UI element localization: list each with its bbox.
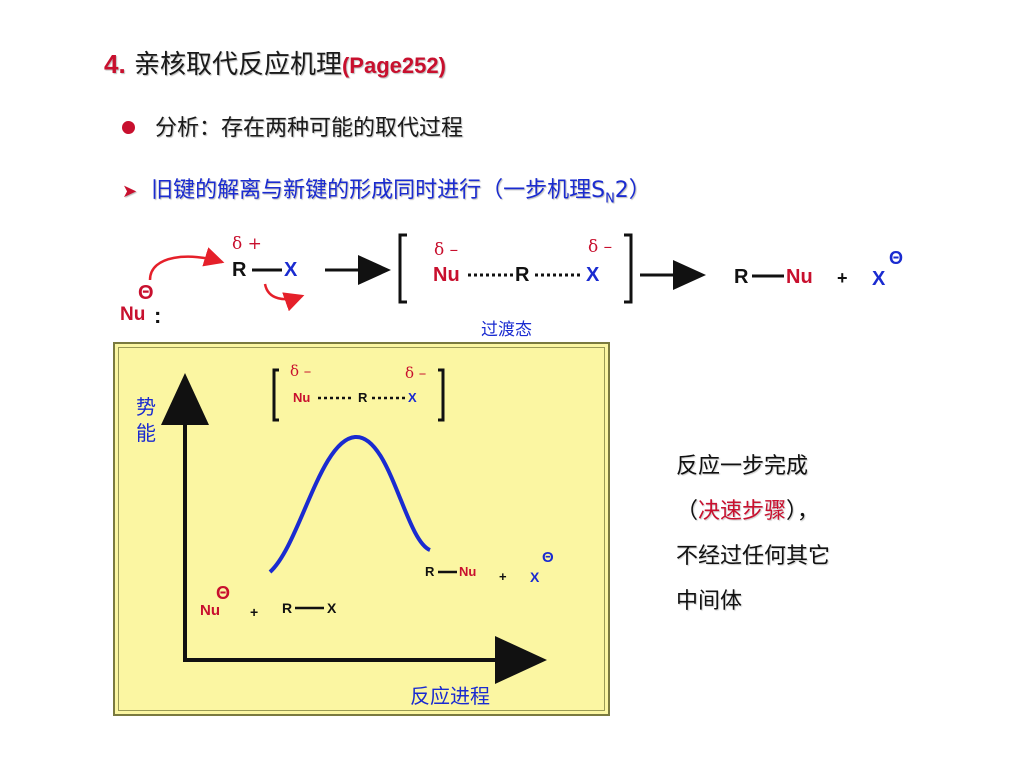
diagram-ts-r: R xyxy=(358,390,368,405)
ts-bracket-left xyxy=(398,233,407,304)
diagram-ts-x: X xyxy=(408,390,417,405)
bullet-analysis: 分析：存在两种可能的取代过程 xyxy=(122,110,463,142)
curved-arrow-leave-icon xyxy=(263,283,305,312)
note-close-paren: ）， xyxy=(786,499,820,524)
subpoint-text: 旧键的解离与新键的形成同时进行（一步机理S xyxy=(151,178,606,203)
product-plus: + xyxy=(837,268,848,288)
mechanism-note: 反应一步完成 （决速步骤）， 不经过任何其它 中间体 xyxy=(676,444,916,624)
reactant-delta-plus: δ + xyxy=(232,234,262,254)
diagram-ts-delta-right: δ – xyxy=(405,364,427,382)
diagram-ts-nu: Nu xyxy=(293,390,311,405)
note-line-1: 反应一步完成 xyxy=(676,454,809,479)
diagram-product-x: X xyxy=(530,569,540,585)
bullet-text: 分析：存在两种可能的取代过程 xyxy=(155,116,464,141)
product-nu: Nu xyxy=(786,266,813,288)
diagram-reactant-charge-icon: Θ xyxy=(216,583,231,603)
diagram-product-plus: + xyxy=(499,569,507,584)
nucleophile-lone-pair: : xyxy=(154,303,162,328)
nucleophile-charge-icon: Θ xyxy=(138,282,154,304)
nucleophile-nu: Nu xyxy=(120,304,146,325)
diagram-reactant-r: R xyxy=(282,600,293,616)
reactant-x: X xyxy=(284,259,298,281)
diagram-product-charge-icon: Θ xyxy=(542,549,554,566)
diagram-reactant-nu: Nu xyxy=(200,602,220,619)
ts-bracket-right xyxy=(624,233,633,304)
ts-delta-right: δ – xyxy=(588,237,613,257)
diagram-reactant-x: X xyxy=(327,600,337,616)
diagram-reactant-plus: + xyxy=(250,604,259,620)
slide-title: 4. 亲核取代反应机理(Page252) xyxy=(104,44,446,81)
energy-curve xyxy=(268,434,432,574)
title-number: 4. xyxy=(104,49,126,79)
reactant-r: R xyxy=(232,259,247,281)
arrowhead-bullet-icon: ➤ xyxy=(122,181,138,202)
subpoint-sn2: ➤ 旧键的解离与新键的形成同时进行（一步机理SN2） xyxy=(122,172,651,206)
bullet-dot-icon xyxy=(122,120,135,134)
curved-arrow-attack-icon xyxy=(148,247,225,281)
product-r: R xyxy=(734,266,749,288)
note-line-2: （决速步骤）， xyxy=(676,489,916,534)
note-highlight: 决速步骤 xyxy=(698,499,787,524)
note-line-4: 中间体 xyxy=(676,589,743,614)
ts-nu: Nu xyxy=(433,264,460,286)
title-page-ref: (Page252) xyxy=(341,53,446,78)
diagram-ts-bracket-left xyxy=(272,368,279,422)
product-x: X xyxy=(872,268,886,290)
y-axis-label: 势能 xyxy=(136,395,156,445)
ts-r: R xyxy=(515,264,530,286)
ts-x: X xyxy=(586,264,600,286)
title-text: 亲核取代反应机理 xyxy=(133,50,342,80)
diagram-product-r: R xyxy=(425,564,435,579)
note-line-3: 不经过任何其它 xyxy=(676,544,831,569)
diagram-product-nu: Nu xyxy=(459,564,477,579)
diagram-ts-delta-left: δ – xyxy=(290,362,312,380)
ts-delta-left: δ – xyxy=(434,240,459,260)
subpoint-subscript: N xyxy=(605,191,615,207)
diagram-ts-bracket-right xyxy=(438,368,445,422)
product-charge-icon: Θ xyxy=(889,248,904,268)
transition-state-label: 过渡态 xyxy=(481,320,532,340)
x-axis-label: 反应进程 xyxy=(410,684,490,708)
subpoint-tail: 2） xyxy=(614,178,651,203)
note-open-paren: （ xyxy=(676,499,699,524)
